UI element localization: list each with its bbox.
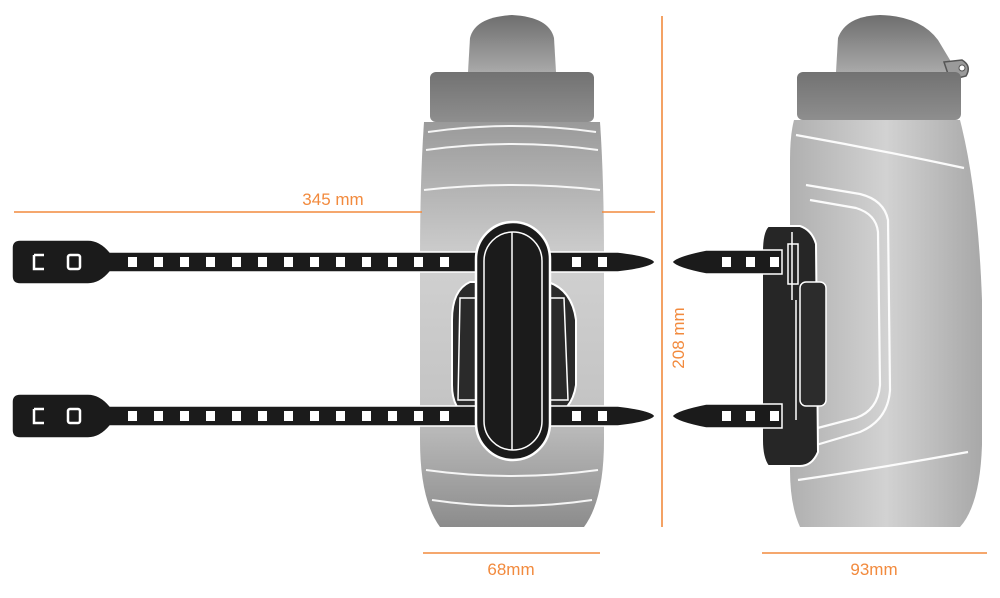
buckle-slot [32, 253, 44, 271]
side-width-label: 93mm [850, 560, 897, 579]
height-label: 208 mm [669, 307, 688, 368]
dimension-lines [14, 16, 987, 554]
side-strap-1 [671, 249, 783, 275]
strap-band [11, 239, 656, 285]
buckle-slot [66, 253, 82, 271]
strap-hole [388, 411, 397, 421]
strap-hole [284, 257, 293, 267]
strap-hole [598, 257, 607, 267]
strap-length-label: 345 mm [302, 190, 363, 209]
side-bottle-cap [836, 15, 954, 72]
strap-hole [258, 257, 267, 267]
strap-hole [284, 411, 293, 421]
side-bottle-ring [797, 72, 961, 120]
strap-hole [388, 257, 397, 267]
front-strap-1 [11, 239, 656, 285]
strap-hole [180, 257, 189, 267]
strap-hole [206, 257, 215, 267]
strap-hole [572, 257, 581, 267]
strap-hole [128, 257, 137, 267]
strap-hole [414, 411, 423, 421]
strap-hole [180, 411, 189, 421]
strap-hole [746, 411, 755, 421]
strap-hole [440, 411, 449, 421]
strap-hole [232, 411, 241, 421]
strap-hole [232, 257, 241, 267]
strap-hole [128, 411, 137, 421]
strap-hole [722, 257, 731, 267]
strap-hole [310, 257, 319, 267]
strap-hole [310, 411, 319, 421]
side-bottle [761, 15, 982, 527]
strap-hole [154, 257, 163, 267]
strap-hole [572, 411, 581, 421]
buckle-slot [66, 407, 82, 425]
side-strap-2 [671, 403, 783, 429]
strap-hole [440, 257, 449, 267]
front-mount-clip [474, 220, 552, 462]
strap-hole [414, 257, 423, 267]
strap-hole [362, 257, 371, 267]
front-width-label: 68mm [487, 560, 534, 579]
strap-hole [746, 257, 755, 267]
strap-hole [362, 411, 371, 421]
front-bottle-ring [430, 72, 594, 122]
strap-hole [770, 257, 779, 267]
strap-hole [154, 411, 163, 421]
strap-hole [722, 411, 731, 421]
front-strap-2 [11, 393, 656, 439]
strap-hole [206, 411, 215, 421]
strap-hole [770, 411, 779, 421]
side-bottle-body [790, 120, 982, 527]
front-bottle-cap [468, 15, 556, 72]
strap-band [11, 393, 656, 439]
strap-layer [11, 239, 783, 439]
strap-hole [336, 257, 345, 267]
strap-hole [258, 411, 267, 421]
strap-hole [598, 411, 607, 421]
strap-hole [336, 411, 345, 421]
buckle-slot [32, 407, 44, 425]
